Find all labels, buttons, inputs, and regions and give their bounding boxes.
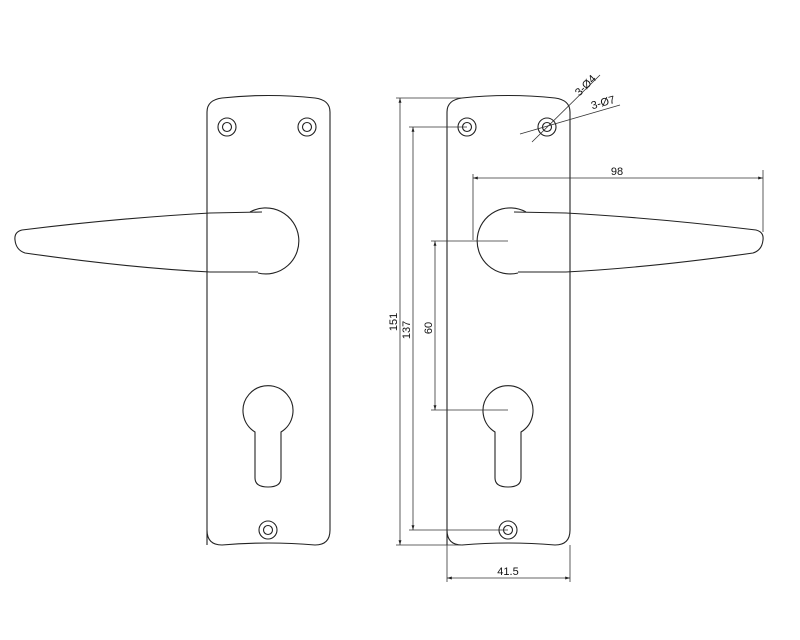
- rose: [476, 207, 527, 275]
- rose: [249, 207, 300, 275]
- dim-screw-spacing: 137: [401, 321, 413, 339]
- screw-hole: [217, 117, 237, 137]
- screw-hole: [537, 117, 557, 137]
- left-handle-view: [14, 94, 331, 546]
- dimension-lines: [396, 74, 764, 582]
- backplate: [206, 94, 331, 546]
- dim-screw-hole-small: 3-Ø4: [573, 73, 599, 99]
- backplate: [446, 94, 571, 546]
- dim-plate-width: 41.5: [497, 566, 518, 578]
- dim-lever-length: 98: [611, 166, 623, 178]
- keyhole: [242, 385, 294, 488]
- dim-lever-to-keyhole: 60: [423, 322, 435, 334]
- screw-hole: [297, 117, 317, 137]
- right-handle-view: [446, 94, 764, 546]
- lever: [14, 211, 263, 273]
- screw-hole: [258, 520, 278, 540]
- dim-overall-height: 151: [388, 313, 400, 331]
- lever: [513, 211, 764, 273]
- keyhole: [482, 385, 534, 488]
